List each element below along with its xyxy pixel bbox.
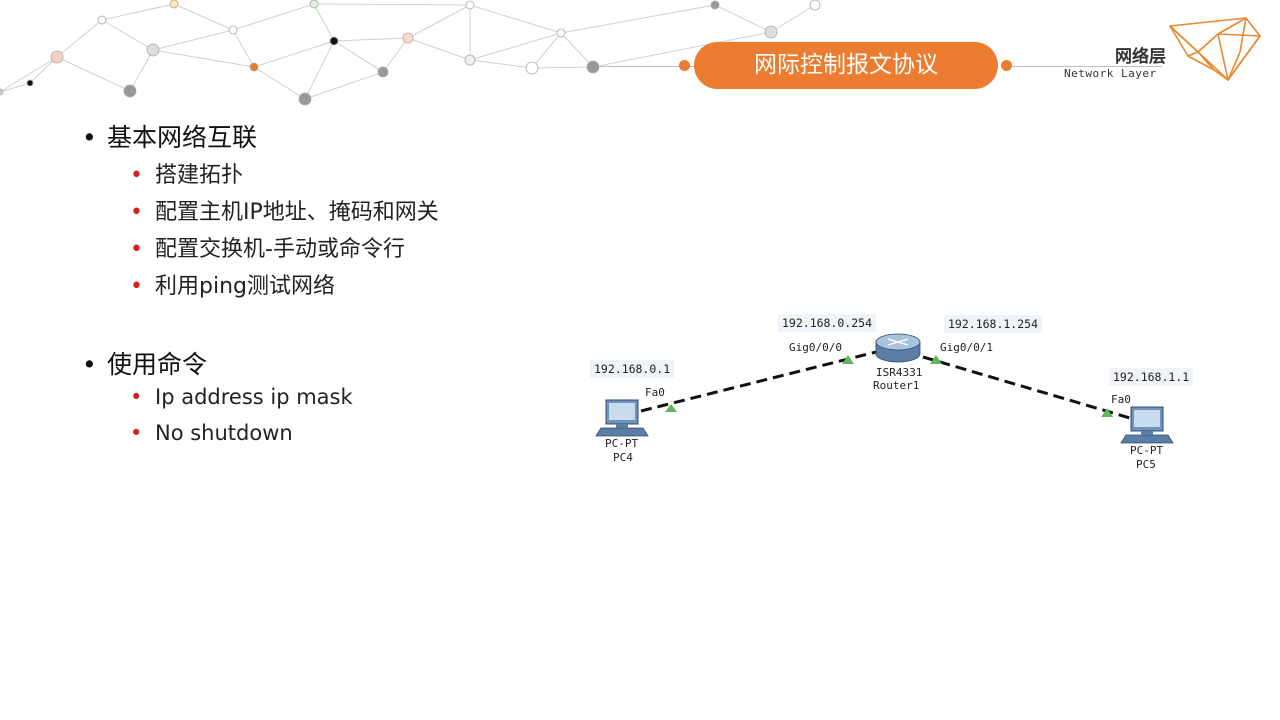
decoration-node <box>586 60 600 74</box>
decoration-node <box>710 0 720 10</box>
decoration-node <box>97 15 107 25</box>
port-status-up-icon <box>930 355 942 364</box>
router-right-ip-label: 192.168.1.254 <box>944 315 1043 333</box>
list-item: •搭建拓扑 <box>130 163 244 188</box>
pc5-type-label: PC-PT <box>1130 444 1164 457</box>
router-type-label: ISR4331 <box>876 366 923 379</box>
brand-chinese: 网络层 <box>1115 47 1166 67</box>
decoration-node <box>465 0 475 10</box>
decoration-node <box>146 43 160 57</box>
list-item: •配置交换机-手动或命令行 <box>130 237 405 262</box>
pc5-ip-label: 192.168.1.1 <box>1109 368 1194 386</box>
decoration-node <box>809 0 821 11</box>
pc5-computer-icon[interactable] <box>1120 406 1174 444</box>
list-item: •利用ping测试网络 <box>130 274 335 299</box>
pc5-port-label: Fa0 <box>1111 393 1131 406</box>
decoration-node <box>556 28 566 38</box>
pc4-port-label: Fa0 <box>645 386 665 399</box>
decoration-node <box>402 32 414 44</box>
decoration-node <box>0 88 4 96</box>
page-title: 网际控制报文协议 <box>694 42 998 89</box>
pc4-computer-icon[interactable] <box>595 399 649 437</box>
decoration-node <box>228 25 238 35</box>
section-heading-2: •使用命令 <box>82 350 208 379</box>
section-heading-1: •基本网络互联 <box>82 123 258 152</box>
pc4-ip-label: 192.168.0.1 <box>590 360 675 378</box>
decoration-node <box>329 36 339 46</box>
pc4-type-label: PC-PT <box>605 437 639 450</box>
header-network-decoration <box>0 0 821 106</box>
router-name-label: Router1 <box>873 379 920 392</box>
decoration-node <box>169 0 179 9</box>
title-right-dot <box>1001 60 1012 71</box>
brand-logo <box>1169 17 1261 81</box>
router-icon[interactable] <box>875 333 921 363</box>
decoration-node <box>377 66 389 78</box>
title-right-line <box>1012 66 1162 67</box>
link-pc4-router <box>640 349 881 413</box>
decoration-node <box>764 25 778 39</box>
list-item: •No shutdown <box>130 421 293 445</box>
link-router-pc5 <box>922 355 1131 420</box>
decoration-node <box>123 84 137 98</box>
port-status-up-icon <box>665 404 677 412</box>
pc5-name-label: PC5 <box>1136 458 1156 471</box>
router-left-ip-label: 192.168.0.254 <box>778 314 877 332</box>
title-left-dot <box>679 60 690 71</box>
decoration-node <box>309 0 319 9</box>
decoration-node <box>50 50 64 64</box>
decoration-node <box>464 54 476 66</box>
router-right-port-label: Gig0/0/1 <box>940 341 993 354</box>
decoration-node <box>298 92 312 106</box>
router-left-port-label: Gig0/0/0 <box>789 341 842 354</box>
port-status-up-icon <box>842 355 854 364</box>
brand-english: Network Layer <box>1064 67 1157 80</box>
decoration-node <box>26 79 34 87</box>
title-left-line <box>600 66 694 67</box>
list-item: •Ip address ip mask <box>130 385 353 409</box>
list-item: •配置主机IP地址、掩码和网关 <box>130 200 439 225</box>
decoration-node <box>249 62 259 72</box>
port-status-up-icon <box>1101 408 1113 417</box>
decoration-node <box>525 61 539 75</box>
pc4-name-label: PC4 <box>613 451 633 464</box>
